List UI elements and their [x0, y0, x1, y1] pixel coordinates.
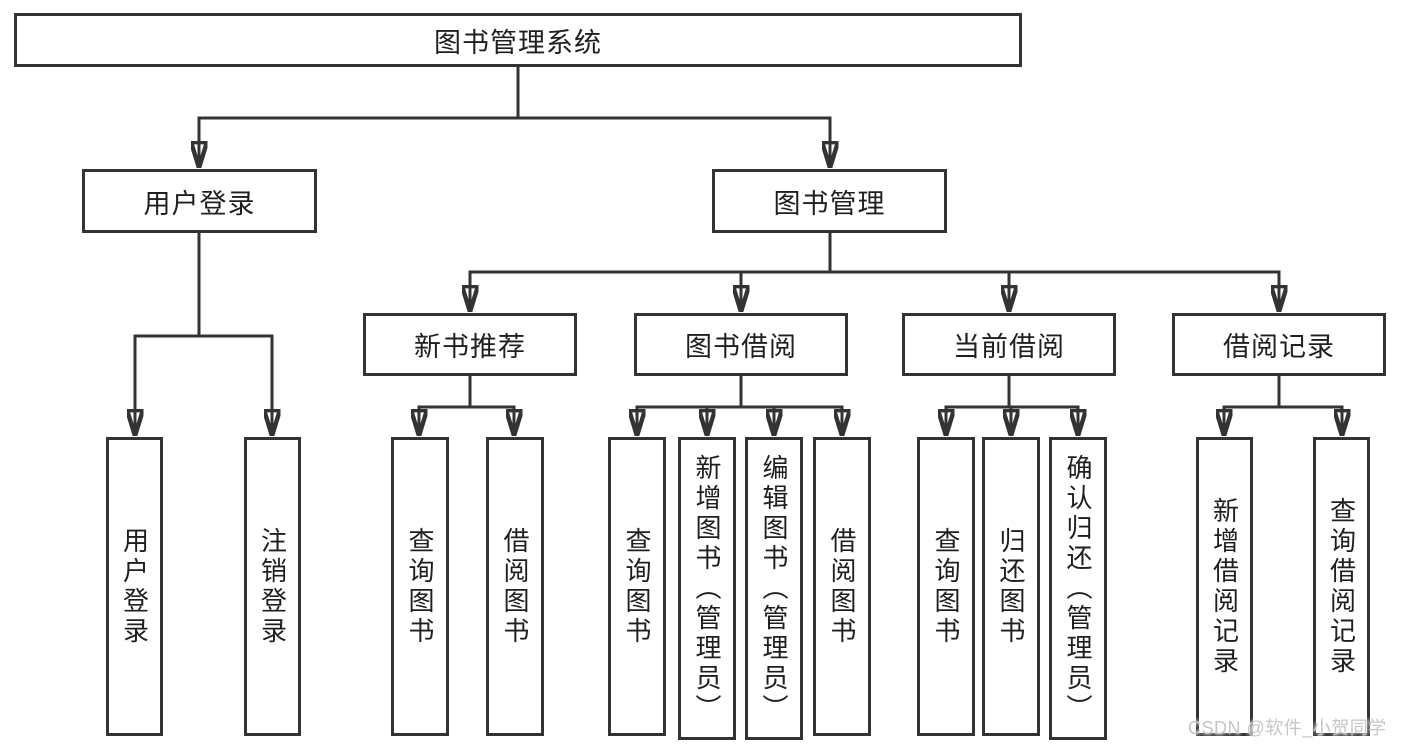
leaf-logout: 注销登录 [244, 437, 301, 736]
leaf-recommend-query-book: 查询图书 [391, 437, 449, 736]
leaf-records-add-record-label: 新增借阅记录 [1209, 496, 1240, 677]
node-borrow-records: 借阅记录 [1172, 313, 1386, 376]
node-root: 图书管理系统 [14, 13, 1022, 67]
leaf-user-login: 用户登录 [106, 437, 163, 736]
leaf-current-return-book-label: 归还图书 [996, 526, 1026, 647]
leaf-user-login-label: 用户登录 [119, 526, 150, 647]
node-book-manage: 图书管理 [712, 169, 947, 233]
leaf-borrow-borrow-book: 借阅图书 [813, 437, 871, 736]
leaf-current-confirm-return-admin: 确认归还（管理员） [1049, 437, 1107, 740]
leaf-recommend-borrow-book: 借阅图书 [486, 437, 544, 736]
node-current-borrow-label: 当前借阅 [953, 332, 1065, 362]
leaf-borrow-query-book-label: 查询图书 [622, 526, 652, 647]
leaf-borrow-borrow-book-label: 借阅图书 [827, 526, 857, 647]
node-new-book-recommend-label: 新书推荐 [414, 332, 526, 362]
node-current-borrow: 当前借阅 [902, 313, 1116, 376]
leaf-records-add-record: 新增借阅记录 [1196, 437, 1253, 736]
leaf-borrow-query-book: 查询图书 [608, 437, 666, 736]
node-new-book-recommend: 新书推荐 [363, 313, 577, 376]
leaf-current-return-book: 归还图书 [982, 437, 1040, 736]
leaf-logout-label: 注销登录 [257, 526, 288, 647]
node-book-borrow: 图书借阅 [634, 313, 848, 376]
leaf-recommend-query-book-label: 查询图书 [405, 526, 435, 647]
node-book-manage-label: 图书管理 [773, 188, 886, 219]
leaf-borrow-add-book-admin: 新增图书（管理员） [678, 437, 736, 740]
leaf-records-query-record-label: 查询借阅记录 [1326, 496, 1357, 677]
node-root-label: 图书管理系统 [434, 27, 602, 58]
node-book-borrow-label: 图书借阅 [685, 332, 797, 362]
leaf-current-query-book: 查询图书 [917, 437, 975, 736]
node-user-login-label: 用户登录 [143, 188, 256, 219]
leaf-records-query-record: 查询借阅记录 [1313, 437, 1370, 736]
leaf-current-query-book-label: 查询图书 [931, 526, 961, 647]
leaf-borrow-edit-book-admin: 编辑图书（管理员） [745, 437, 803, 740]
leaf-borrow-edit-book-admin-label: 编辑图书（管理员） [759, 453, 789, 724]
leaf-borrow-add-book-admin-label: 新增图书（管理员） [692, 453, 722, 724]
watermark-text: CSDN @软件_小贺同学 [1188, 718, 1387, 738]
node-borrow-records-label: 借阅记录 [1223, 332, 1335, 362]
leaf-recommend-borrow-book-label: 借阅图书 [500, 526, 530, 647]
leaf-current-confirm-return-admin-label: 确认归还（管理员） [1063, 453, 1093, 724]
node-user-login: 用户登录 [82, 169, 317, 233]
